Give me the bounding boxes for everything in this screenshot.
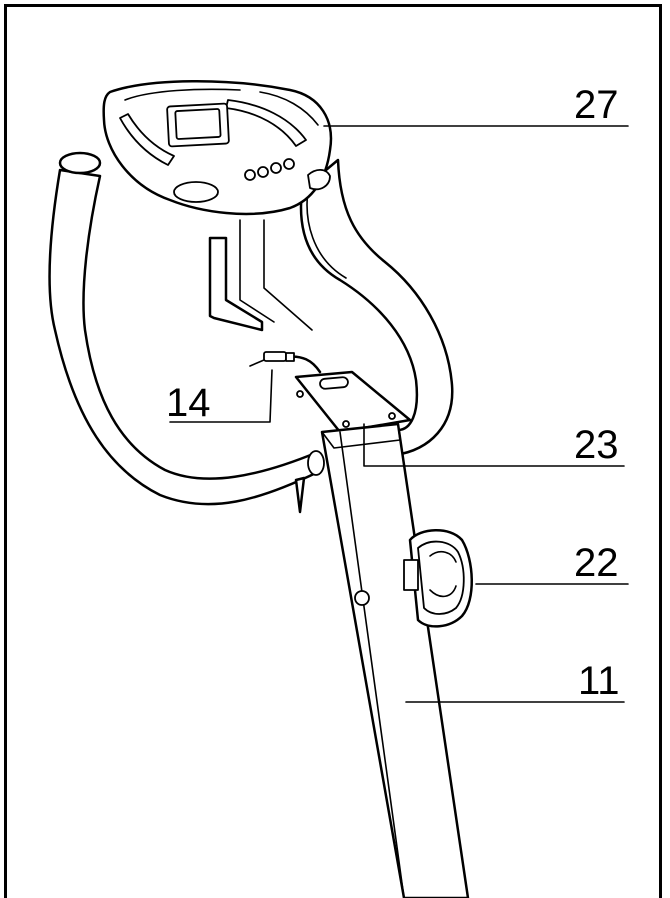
console-cable [249,351,322,374]
callout-11: 11 [578,659,620,703]
callout-leaders [169,125,629,703]
diagram-frame [4,4,662,898]
callout-23: 23 [574,423,619,467]
console [102,80,333,216]
upright-post [294,422,470,898]
adjustment-knob [403,529,473,628]
assembly-arrow [208,219,313,332]
callout-14: 14 [166,381,211,425]
callout-22: 22 [574,541,619,585]
console-bracket [294,370,412,434]
callout-27: 27 [574,83,619,127]
